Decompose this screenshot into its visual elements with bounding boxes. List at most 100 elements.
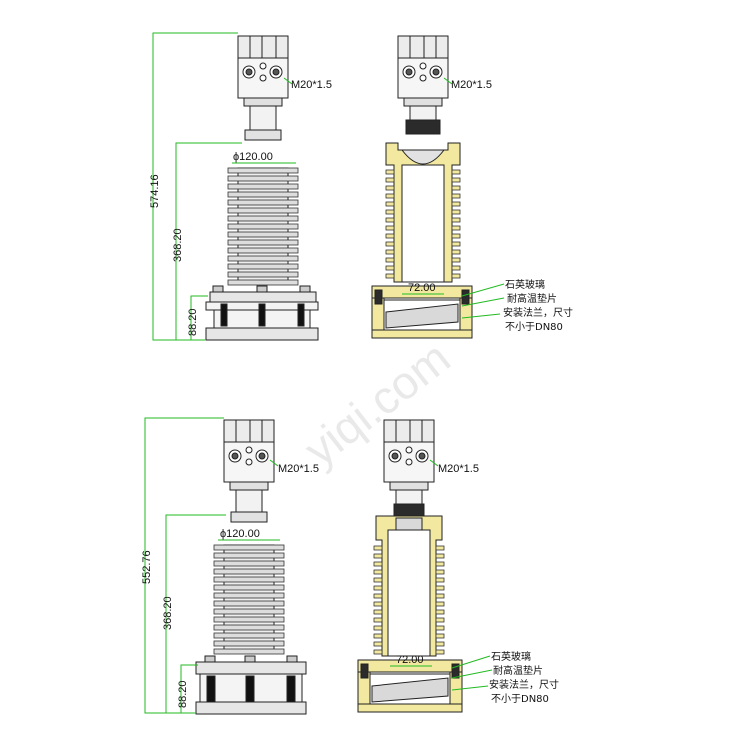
flange-section — [371, 285, 473, 339]
fin — [213, 552, 285, 559]
fin — [227, 271, 299, 278]
fin — [435, 553, 445, 559]
width-label: 72.00 — [408, 282, 436, 294]
fin — [227, 255, 299, 262]
callout-gasket: 耐高温垫片 — [507, 292, 557, 305]
total-height-label: 574.16 — [149, 174, 161, 208]
dimension-lines — [144, 417, 280, 714]
fin — [213, 616, 285, 623]
fin — [435, 641, 445, 647]
fin — [451, 273, 461, 279]
fin — [435, 649, 445, 655]
callout-lines — [402, 77, 505, 319]
fin — [213, 544, 285, 551]
mid-height-label: 368.20 — [172, 228, 184, 262]
fin — [435, 593, 445, 599]
fin — [451, 169, 461, 175]
bottom-right-section-view: M20*1.5 72.00 石英玻璃 耐高温垫片 安装法兰，尺寸 不小于DN80 — [357, 419, 559, 713]
fin — [451, 217, 461, 223]
sensor-housing — [237, 35, 289, 107]
fin — [213, 648, 285, 655]
fin — [385, 169, 395, 175]
fin — [227, 199, 299, 206]
top-left-external-view: M20*1.5 ϕ120.00 574.16 368.20 88.20 — [149, 32, 332, 341]
cooler-section — [385, 142, 461, 283]
fin — [227, 175, 299, 182]
fin — [227, 207, 299, 214]
fin — [227, 239, 299, 246]
sensor-neck — [244, 105, 282, 141]
fin — [373, 561, 383, 567]
fin — [451, 177, 461, 183]
fin — [385, 185, 395, 191]
fin — [385, 177, 395, 183]
mid-height-label: 368.20 — [162, 596, 174, 630]
fin — [385, 249, 395, 255]
fin — [435, 625, 445, 631]
fin — [451, 265, 461, 271]
fin — [213, 576, 285, 583]
callout-dn80: 不小于DN80 — [491, 693, 549, 705]
fin — [373, 569, 383, 575]
fin — [435, 561, 445, 567]
fin — [373, 633, 383, 639]
fin — [373, 545, 383, 551]
thread-label: M20*1.5 — [451, 79, 492, 91]
flange-section — [357, 659, 463, 713]
fin — [373, 625, 383, 631]
fin — [373, 585, 383, 591]
base-height-label: 88.20 — [187, 308, 199, 336]
fin — [385, 265, 395, 271]
fin — [373, 601, 383, 607]
fin — [213, 568, 285, 575]
fin — [213, 584, 285, 591]
thread-label: M20*1.5 — [291, 79, 332, 91]
fin — [213, 592, 285, 599]
fin — [451, 241, 461, 247]
fin — [373, 593, 383, 599]
fin — [435, 577, 445, 583]
fin — [227, 167, 299, 174]
base-height-label: 88.20 — [177, 680, 189, 708]
fin — [435, 585, 445, 591]
fin — [451, 257, 461, 263]
callout-dn80: 不小于DN80 — [505, 321, 563, 333]
sensor-housing — [397, 35, 449, 135]
cooler-section — [375, 515, 443, 657]
fin — [213, 640, 285, 647]
fin — [227, 223, 299, 230]
fin — [385, 257, 395, 263]
fin — [435, 545, 445, 551]
cooling-fins — [213, 544, 285, 655]
fin — [373, 553, 383, 559]
fin — [435, 633, 445, 639]
fin — [373, 577, 383, 583]
fin — [227, 247, 299, 254]
mounting-flange — [195, 655, 307, 715]
fin — [213, 560, 285, 567]
fin — [451, 225, 461, 231]
fin — [451, 201, 461, 207]
fin — [435, 617, 445, 623]
fin — [435, 609, 445, 615]
mounting-flange — [205, 285, 319, 341]
top-right-section-view: M20*1.5 72.00 石英玻璃 耐高温垫片 安装法兰，尺寸 不小于DN80 — [371, 35, 573, 339]
fin — [227, 183, 299, 190]
fin — [213, 624, 285, 631]
dimension-lines — [152, 32, 296, 341]
fin — [451, 233, 461, 239]
fin — [227, 279, 299, 286]
fin — [451, 209, 461, 215]
fin — [451, 193, 461, 199]
callout-quartz-glass: 石英玻璃 — [505, 278, 545, 291]
bottom-left-external-view: M20*1.5 ϕ120.00 552.76 368.20 88.20 — [141, 417, 319, 715]
fin — [213, 608, 285, 615]
fin — [385, 217, 395, 223]
fin — [385, 273, 395, 279]
width-label: 72.00 — [396, 654, 424, 666]
fin — [227, 215, 299, 222]
callout-gasket: 耐高温垫片 — [493, 664, 543, 677]
fin — [373, 609, 383, 615]
callout-flange: 安装法兰，尺寸 — [489, 678, 559, 691]
